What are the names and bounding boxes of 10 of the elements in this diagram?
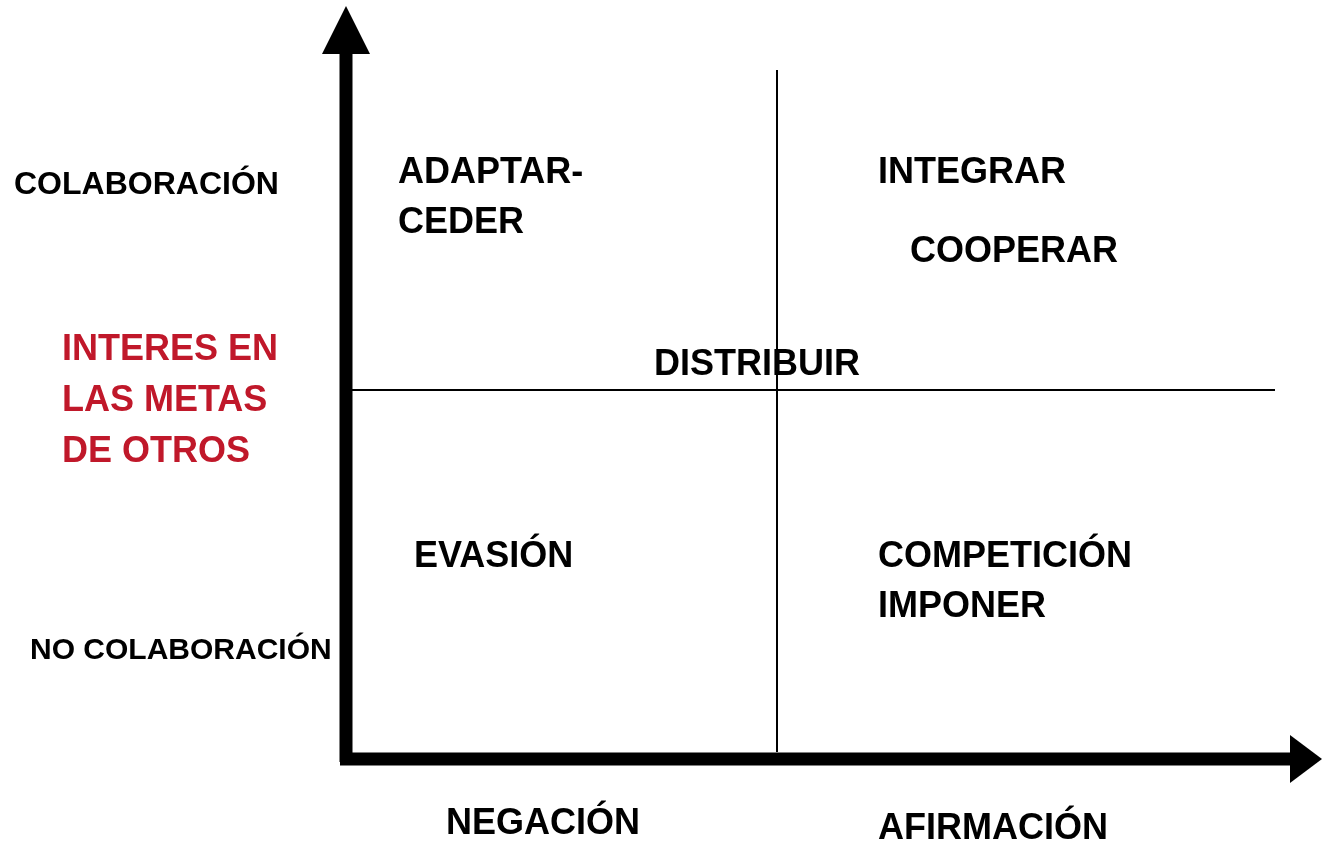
quadrant-label: EVASIÓN [414, 532, 574, 577]
axis-label: COLABORACIÓN [14, 164, 280, 203]
quadrant-label: ADAPTAR- CEDER [398, 149, 585, 243]
quadrant-label: COMPETICIÓN IMPONER [878, 532, 1133, 627]
axis-label: NO COLABORACIÓN [30, 631, 333, 667]
axis-title: INTERES EN LAS METAS DE OTROS [62, 326, 280, 472]
quadrant-label: INTEGRAR [878, 149, 1066, 193]
axis-label: AFIRMACIÓN [878, 804, 1108, 842]
axis-label: NEGACIÓN [446, 799, 640, 842]
quadrant-label: COOPERAR [910, 228, 1119, 272]
